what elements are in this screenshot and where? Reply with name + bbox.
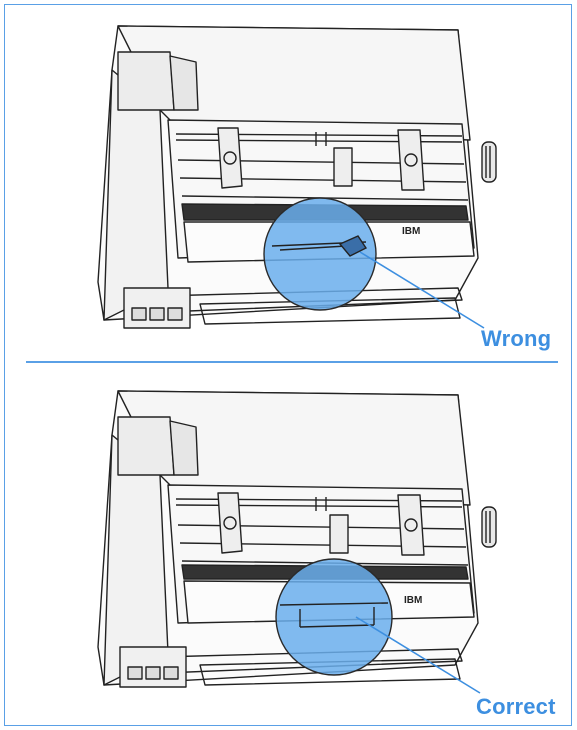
printer-illustration-correct: IBM [97,390,497,694]
correct-label: Correct [476,694,556,719]
leader-line [359,251,485,329]
wrong-label: Wrong [481,326,552,351]
printer-badge: IBM [402,226,420,237]
leader-line [355,616,481,694]
divider [26,361,558,363]
magnifier-circle-icon [263,197,377,311]
printer-illustration-wrong: IBM [97,25,497,329]
page-frame [4,4,572,726]
magnifier-circle-icon [275,558,393,676]
printer-badge: IBM [404,595,422,606]
